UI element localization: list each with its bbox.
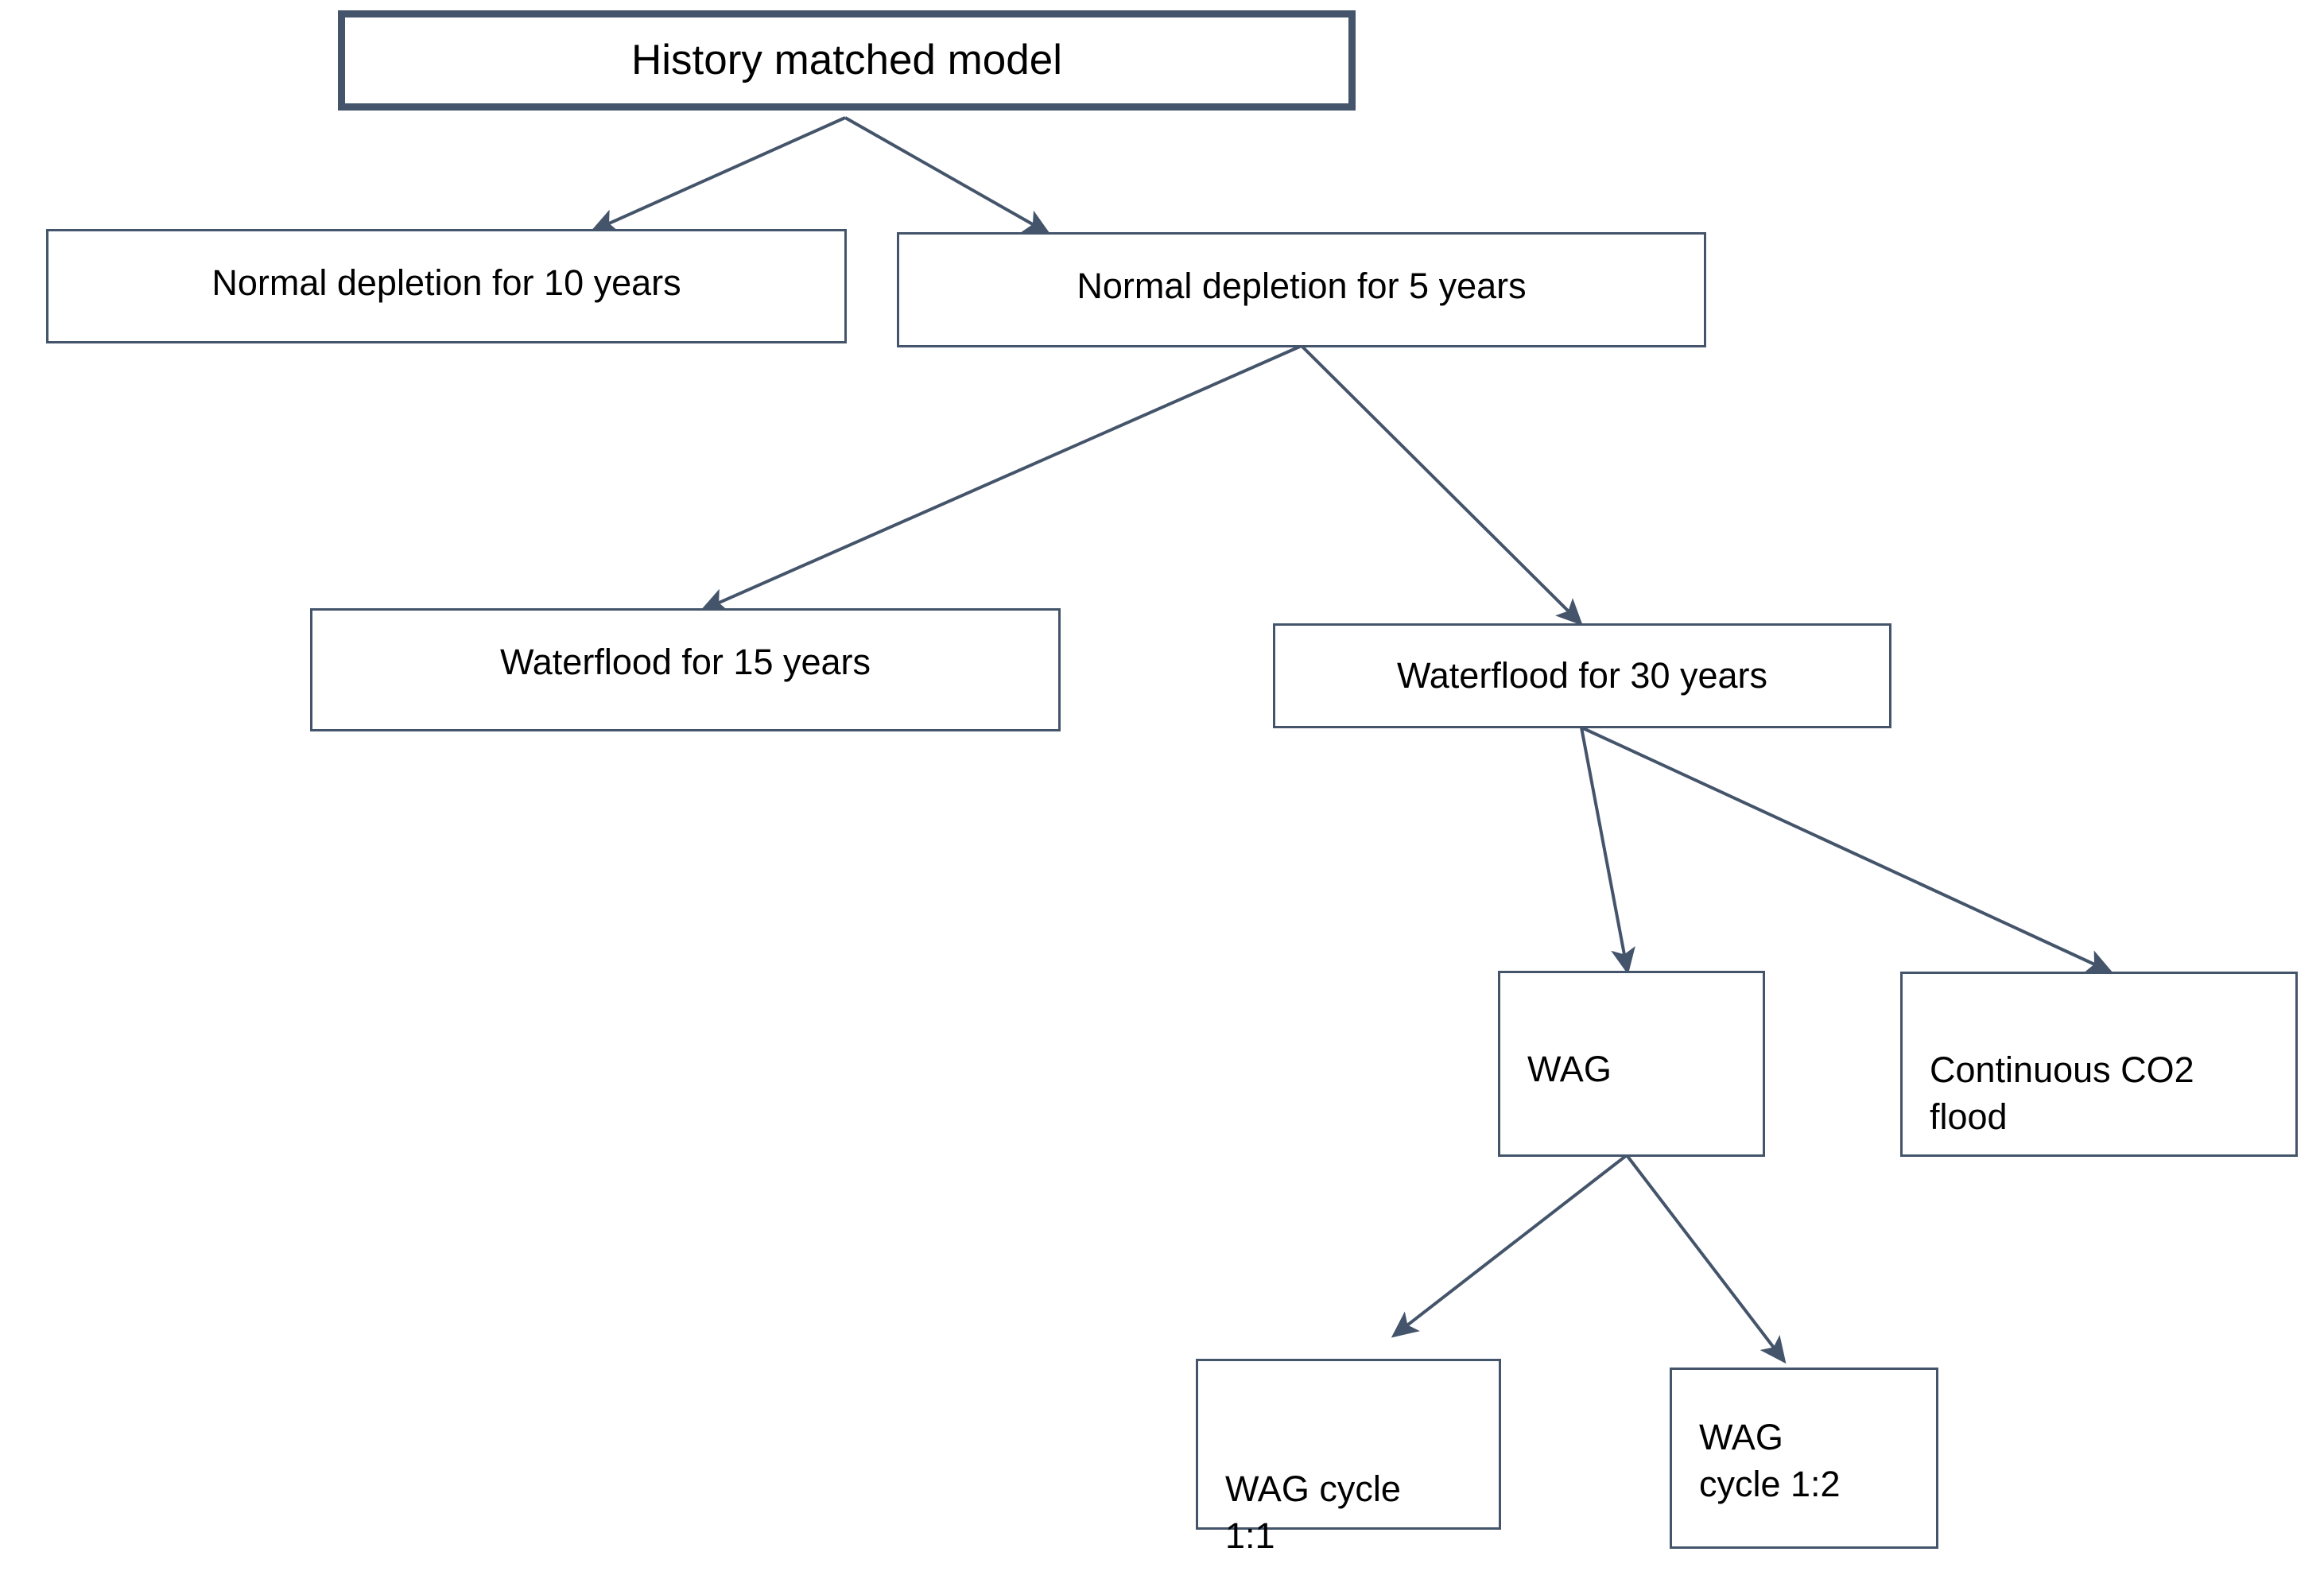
node-normal-depletion-10-years[interactable]: Normal depletion for 10 years xyxy=(46,229,847,343)
node-label-history-matched-model: History matched model xyxy=(631,36,1062,83)
edge-wf30-to-wag xyxy=(1580,727,1635,975)
node-wag[interactable]: WAG xyxy=(1498,971,1765,1157)
node-normal-depletion-5-years[interactable]: Normal depletion for 5 years xyxy=(897,232,1706,347)
edge-wag-to-wag11 xyxy=(1391,1154,1628,1338)
node-label-wag: WAG xyxy=(1527,1049,1612,1089)
node-waterflood-15-years[interactable]: Waterflood for 15 years xyxy=(310,608,1061,731)
edge-wf30-to-co2 xyxy=(1581,726,2113,973)
node-waterflood-30-years[interactable]: Waterflood for 30 years xyxy=(1273,623,1891,728)
edge-wag-to-wag12 xyxy=(1625,1154,1787,1364)
node-wag-cycle-1-2[interactable]: WAG cycle 1:2 xyxy=(1670,1368,1938,1549)
edge-root-to-dep10 xyxy=(590,116,846,233)
edge-dep5-to-wf30 xyxy=(1300,344,1583,626)
node-wag-cycle-1-1[interactable]: WAG cycle 1:1 xyxy=(1196,1359,1501,1556)
node-continuous-co2-flood[interactable]: Continuous CO2 flood xyxy=(1900,972,2298,1157)
node-label-wag-cycle-1-2: WAG cycle 1:2 xyxy=(1699,1417,1841,1504)
node-history-matched-model[interactable]: History matched model xyxy=(338,10,1356,111)
node-label-waterflood-15-years: Waterflood for 15 years xyxy=(499,642,871,682)
node-label-waterflood-30-years: Waterflood for 30 years xyxy=(1396,654,1768,696)
edge-root-to-dep5 xyxy=(844,116,1051,235)
edge-dep5-to-wf15 xyxy=(700,344,1302,612)
node-label-wag-cycle-1-1: WAG cycle 1:1 xyxy=(1225,1468,1401,1556)
node-label-normal-depletion-10-years: Normal depletion for 10 years xyxy=(211,262,681,303)
node-label-continuous-co2-flood: Continuous CO2 flood xyxy=(1930,1049,2194,1137)
node-label-normal-depletion-5-years: Normal depletion for 5 years xyxy=(1077,266,1527,306)
